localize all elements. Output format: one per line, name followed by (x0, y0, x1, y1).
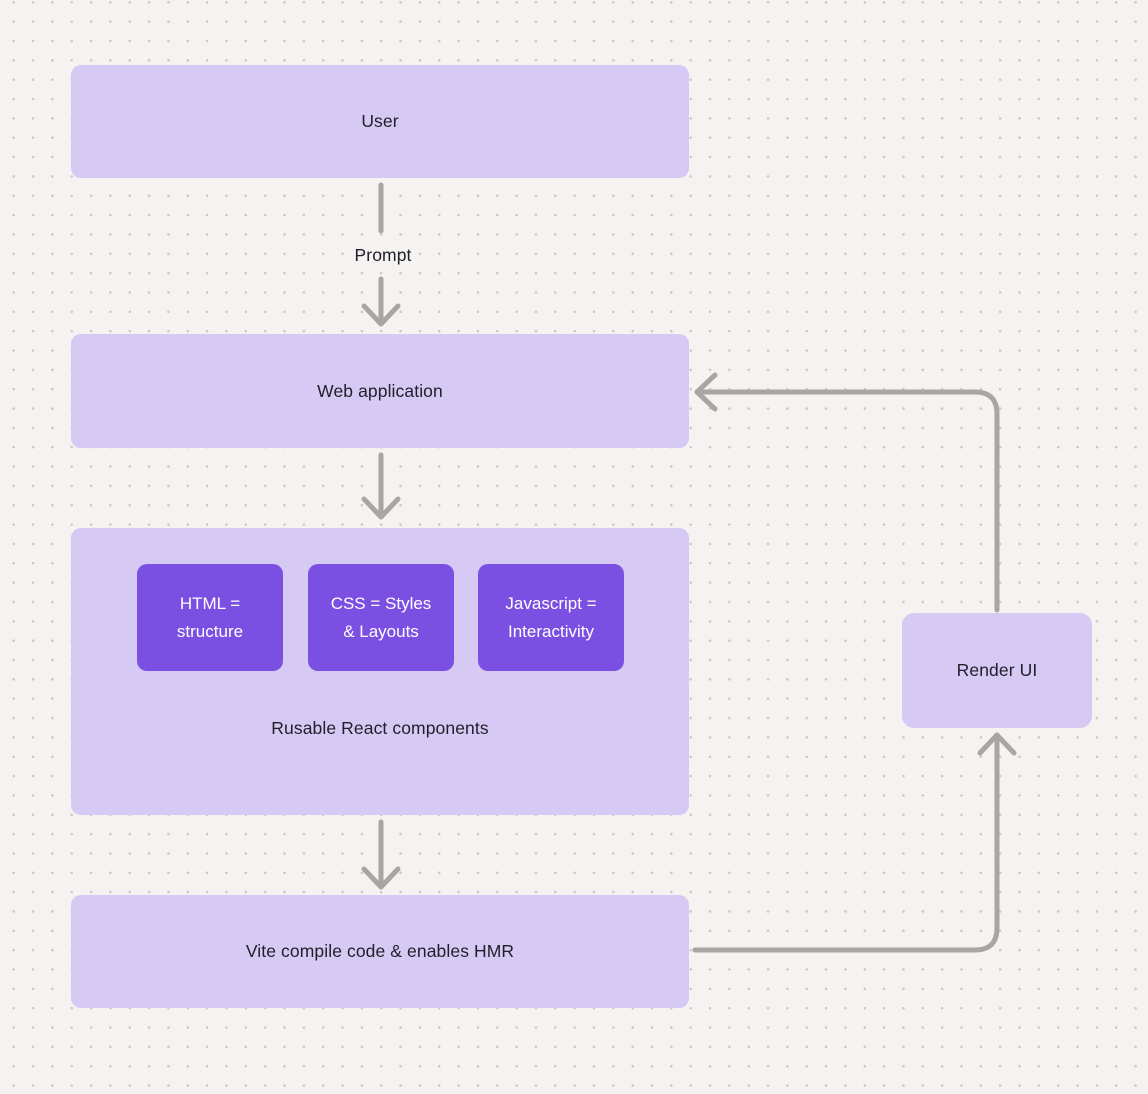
chip-javascript: Javascript = Interactivity (478, 564, 624, 671)
chip-html-line1: HTML = (179, 593, 241, 613)
arrowhead-left-webapp-icon (694, 372, 718, 412)
edge-label-prompt: Prompt (354, 245, 412, 265)
arrowhead-down-webapp-icon (361, 303, 401, 327)
node-user-label: User (361, 111, 399, 131)
edge-renderui-to-webapp-line (699, 389, 1000, 613)
node-render-ui: Render UI (902, 613, 1092, 728)
chip-css-line2: & Layouts (343, 621, 419, 641)
node-web-application-label: Web application (317, 380, 443, 401)
chip-javascript-line1: Javascript = (505, 593, 597, 613)
node-render-ui-label: Render UI (956, 660, 1038, 680)
chip-html: HTML = structure (137, 564, 283, 671)
node-vite-label: Vite compile code & enables HMR (245, 941, 515, 961)
node-user: User (71, 65, 689, 178)
node-vite: Vite compile code & enables HMR (71, 895, 689, 1008)
chip-css-line1: CSS = Styles (330, 593, 432, 613)
chip-javascript-line2: Interactivity (508, 621, 594, 641)
chip-css: CSS = Styles & Layouts (308, 564, 454, 671)
node-web-application: Web application (71, 334, 689, 448)
edge-vite-to-renderui-line (692, 737, 1000, 953)
arrowhead-up-renderui-icon (977, 732, 1017, 756)
components-group-caption: Rusable React components (271, 718, 489, 738)
arrowhead-down-vite-icon (361, 866, 401, 890)
chip-html-line2: structure (176, 621, 244, 641)
node-components-group: HTML = structure CSS = Styles & Layouts … (71, 528, 689, 815)
arrowhead-down-components-icon (361, 496, 401, 520)
